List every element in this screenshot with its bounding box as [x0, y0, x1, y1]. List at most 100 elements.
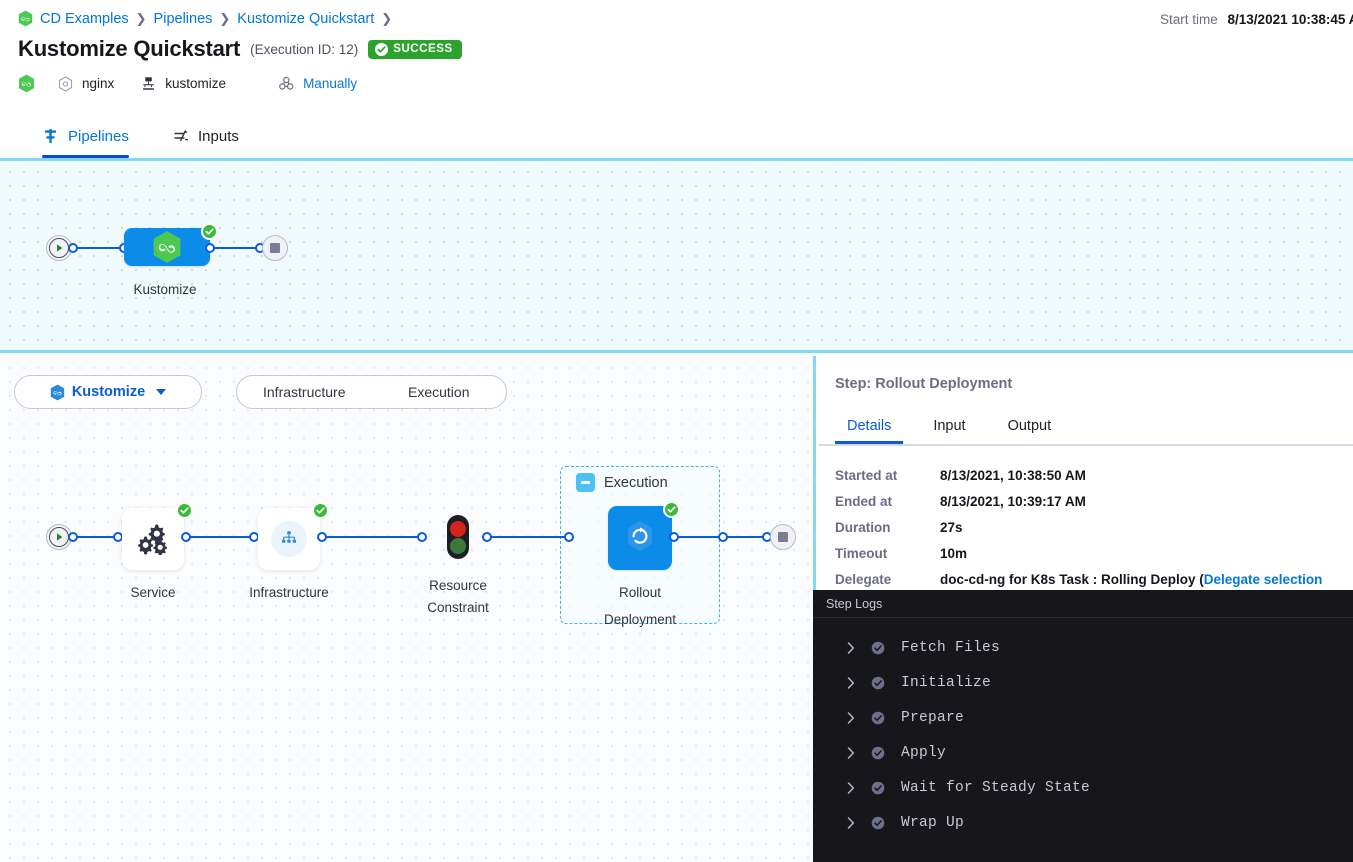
detail-value: 8/13/2021, 10:38:50 AM [940, 468, 1086, 483]
meta-service-label: nginx [82, 76, 115, 91]
main-tabs: Pipelines Inputs [0, 114, 1353, 158]
status-success-icon [176, 502, 193, 519]
stop-icon [270, 243, 280, 253]
inputs-icon [172, 128, 189, 145]
stage-section-toggle[interactable]: Infrastructure Execution [236, 375, 507, 409]
status-success-icon [865, 676, 891, 690]
log-row-label: Wait for Steady State [901, 779, 1091, 796]
stage-node-resource-constraint[interactable] [447, 515, 469, 559]
trigger-icon [278, 75, 295, 92]
tab-inputs[interactable]: Inputs [172, 114, 239, 158]
stage-canvas[interactable]: Kustomize Infrastructure Execution Execu… [0, 356, 816, 862]
meta-item-infrastructure: kustomize [140, 75, 226, 92]
page-title: Kustomize Quickstart [18, 36, 241, 61]
stage-selector-dropdown[interactable]: Kustomize [14, 375, 202, 409]
log-row[interactable]: Wait for Steady State [813, 770, 1353, 805]
tab-pipelines[interactable]: Pipelines [42, 114, 129, 158]
step-logs-title: Step Logs [813, 590, 1353, 618]
execution-id: (Execution ID: 12) [250, 41, 359, 57]
chevron-right-icon[interactable] [837, 641, 865, 654]
tab-inputs-label: Inputs [198, 127, 239, 145]
tab-input[interactable]: Input [921, 408, 977, 444]
stage-edge [325, 536, 420, 538]
step-logs-list: Fetch Files Initialize Prepare [813, 630, 1353, 840]
breadcrumb-item-1[interactable]: Pipelines [153, 10, 213, 27]
chevron-right-icon[interactable] [837, 781, 865, 794]
breadcrumb-item-0[interactable]: CD Examples [40, 10, 129, 27]
pipeline-end-node[interactable] [262, 235, 288, 261]
breadcrumb-chevron-icon: ❯ [381, 10, 393, 26]
log-row[interactable]: Fetch Files [813, 630, 1353, 665]
status-success-icon [865, 781, 891, 795]
stage-edge [677, 536, 722, 538]
start-time-label: Start time [1160, 12, 1218, 27]
start-time: Start time 8/13/2021 10:38:45 AM [1160, 12, 1353, 27]
status-success-icon [865, 711, 891, 725]
tab-output-label: Output [1007, 418, 1052, 434]
detail-row-duration: Duration 27s [835, 518, 1345, 538]
stage-node-label-rollout-line1: Rollout [618, 585, 662, 600]
traffic-light-red-icon [450, 520, 466, 537]
detail-key: Started at [835, 468, 898, 483]
meta-item-trigger[interactable]: Manually [278, 75, 357, 92]
start-time-value: 8/13/2021 10:38:45 AM [1227, 12, 1353, 27]
log-row-label: Fetch Files [901, 639, 1001, 656]
segment-infrastructure[interactable]: Infrastructure [263, 384, 346, 400]
execution-meta-row: nginx kustomize [18, 74, 357, 93]
meta-trigger-label[interactable]: Manually [303, 76, 358, 91]
status-success-icon [663, 501, 680, 518]
service-hex-icon [57, 75, 74, 92]
detail-value-text: doc-cd-ng for K8s Task : Rolling Deploy … [940, 572, 1204, 587]
infrastructure-icon [140, 75, 157, 92]
tab-output[interactable]: Output [996, 408, 1064, 444]
detail-key: Delegate [835, 572, 892, 587]
breadcrumb: CD Examples ❯ Pipelines ❯ Kustomize Quic… [18, 10, 392, 27]
log-row-label: Apply [901, 744, 947, 761]
stage-end-node[interactable] [770, 524, 796, 550]
tab-pipelines-label: Pipelines [68, 127, 129, 145]
log-row[interactable]: Wrap Up [813, 805, 1353, 840]
breadcrumb-item-2[interactable]: Kustomize Quickstart [237, 10, 375, 27]
chevron-right-icon[interactable] [837, 816, 865, 829]
play-icon [49, 527, 69, 547]
tab-details[interactable]: Details [835, 408, 904, 444]
breadcrumb-chevron-icon: ❯ [219, 10, 231, 26]
pipeline-stage-node-kustomize[interactable] [124, 228, 210, 266]
detail-row-started-at: Started at 8/13/2021, 10:38:50 AM [835, 466, 1345, 486]
harness-hex-icon [50, 384, 65, 400]
execution-group-label: Execution [604, 474, 668, 491]
stage-selector-label: Kustomize [71, 384, 146, 400]
hierarchy-icon [271, 521, 307, 557]
stage-node-label-service: Service [130, 585, 176, 600]
connector-dot [417, 532, 427, 542]
chevron-right-icon[interactable] [837, 711, 865, 724]
chevron-right-icon[interactable] [837, 676, 865, 689]
tab-active-underline [835, 441, 904, 444]
detail-key: Ended at [835, 494, 893, 509]
chevron-right-icon[interactable] [837, 746, 865, 759]
stage-node-service[interactable] [122, 508, 184, 570]
log-row-label: Prepare [901, 709, 965, 726]
segment-execution[interactable]: Execution [408, 384, 470, 400]
stage-node-infrastructure[interactable] [258, 508, 320, 570]
detail-value: 10m [940, 546, 968, 561]
tabs-divider [819, 444, 1353, 446]
log-row[interactable]: Prepare [813, 700, 1353, 735]
log-row-label: Initialize [901, 674, 992, 691]
stage-edge [490, 536, 570, 538]
stage-node-label-rollout-line2: Deployment [603, 612, 677, 627]
log-row[interactable]: Initialize [813, 665, 1353, 700]
meta-item-service: nginx [57, 75, 114, 92]
stage-edge [726, 536, 765, 538]
pipeline-canvas[interactable]: Kustomize [0, 158, 1353, 353]
tab-details-label: Details [847, 418, 892, 434]
minus-icon[interactable] [576, 473, 595, 492]
stage-node-rollout-deployment[interactable] [608, 506, 672, 570]
check-icon [375, 42, 389, 56]
stage-node-label-resource-constraint-line1: Resource [429, 578, 487, 593]
breadcrumb-chevron-icon: ❯ [135, 10, 147, 26]
log-row[interactable]: Apply [813, 735, 1353, 770]
tab-active-underline [42, 155, 129, 158]
detail-key: Timeout [835, 546, 888, 561]
stop-icon [778, 532, 788, 542]
